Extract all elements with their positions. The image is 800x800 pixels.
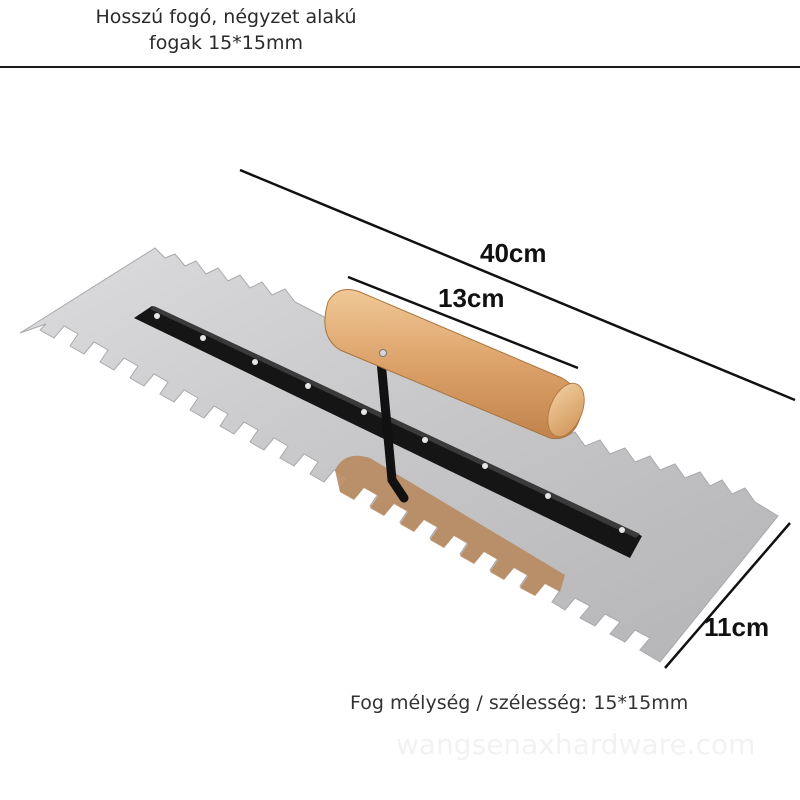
- tooth-spec-caption: Fog mélység / szélesség: 15*15mm: [350, 692, 689, 714]
- dimension-label-width: 11cm: [704, 612, 770, 642]
- dimension-line-handle: [347, 275, 579, 370]
- product-title: Hosszú fogó, négyzet alakú fogak 15*15mm: [0, 4, 452, 56]
- title-line-2: fogak 15*15mm: [149, 32, 303, 54]
- dimension-label-handle: 13cm: [438, 283, 505, 313]
- dimension-label-length: 40cm: [480, 238, 547, 268]
- watermark: wangsenaxhardware.com: [396, 728, 756, 761]
- title-line-1: Hosszú fogó, négyzet alakú: [95, 6, 357, 28]
- dimension-line-length: [239, 168, 796, 402]
- handle-shadow: [335, 455, 565, 596]
- header-divider: [0, 66, 800, 68]
- rail-rivets: [154, 313, 625, 533]
- dimension-line-width: [664, 522, 791, 669]
- handle-post: [375, 345, 409, 503]
- handle-end: [547, 382, 585, 438]
